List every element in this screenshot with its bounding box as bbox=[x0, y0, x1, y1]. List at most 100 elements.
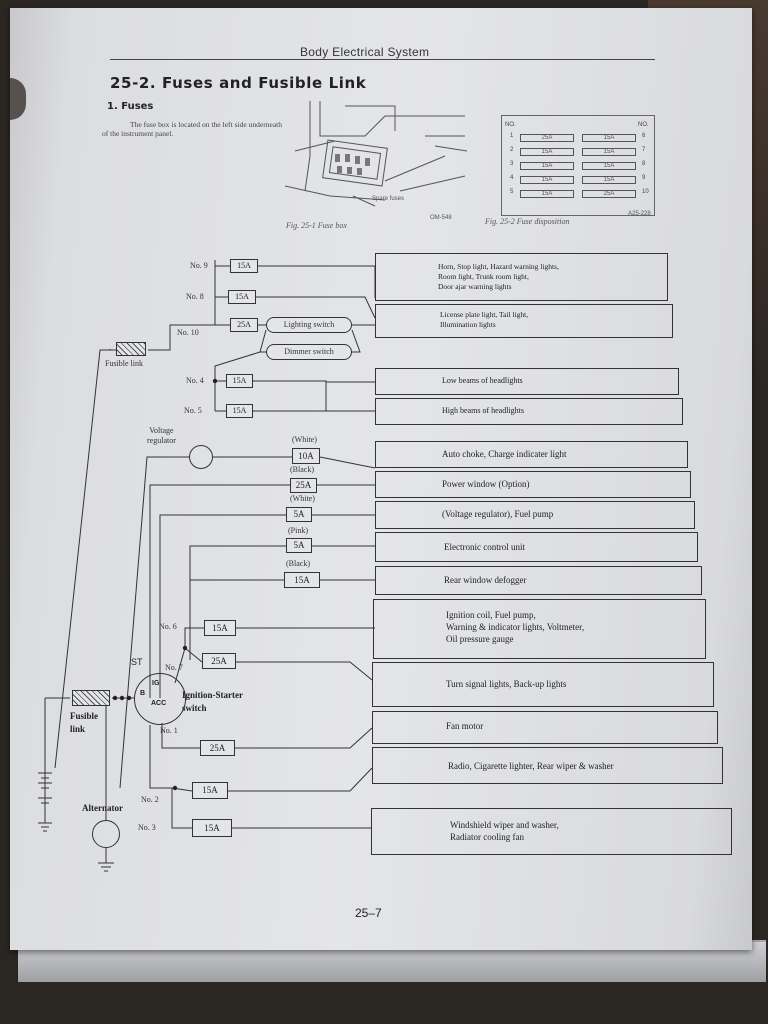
page-number: 25–7 bbox=[355, 906, 382, 920]
fig1-code: OM-548 bbox=[430, 215, 452, 221]
fusible-link-bottom bbox=[72, 690, 110, 706]
load-box bbox=[375, 304, 673, 338]
load-text: Radio, Cigarette lighter, Rear wiper & w… bbox=[448, 761, 614, 771]
subsection-title: 1. Fuses bbox=[107, 101, 154, 112]
fig1-caption: Fig. 25-1 Fuse box bbox=[286, 221, 347, 230]
load-text: Windshield wiper and washer, Radiator co… bbox=[450, 820, 559, 842]
fuse-slot-left: 15A bbox=[520, 162, 574, 170]
fuse-no7: 25A bbox=[202, 653, 236, 669]
load-text: Horn, Stop light, Hazard warning lights,… bbox=[438, 262, 559, 291]
voltage-regulator-symbol bbox=[189, 445, 213, 469]
fuse-slot-number: 3 bbox=[510, 161, 514, 167]
binder-ring bbox=[10, 78, 26, 120]
fuse-slot-right: 25A bbox=[582, 190, 636, 198]
load-box bbox=[375, 368, 679, 395]
load-text: High beams of headlights bbox=[442, 406, 524, 415]
load-text: Turn signal lights, Back-up lights bbox=[446, 679, 567, 689]
fig2-caption: Fig. 25-2 Fuse disposition bbox=[485, 217, 570, 226]
load-box bbox=[375, 253, 668, 301]
fuse-number-label: No. 8 bbox=[186, 292, 204, 301]
load-box bbox=[371, 808, 732, 855]
fuse-slot-left: 25A bbox=[520, 134, 574, 142]
fuse-number-label: No. 10 bbox=[177, 328, 199, 337]
alternator-symbol bbox=[92, 820, 120, 848]
load-text: Power window (Option) bbox=[442, 479, 530, 489]
fuse-number-label: No. 7 bbox=[165, 663, 183, 672]
load-text: (Voltage regulator), Fuel pump bbox=[442, 509, 554, 519]
load-box bbox=[372, 747, 723, 784]
wiring-diagram bbox=[38, 260, 376, 872]
fuse-slot-right: 15A bbox=[582, 176, 636, 184]
load-box bbox=[373, 599, 706, 659]
fuse-slot-right: 15A bbox=[582, 134, 636, 142]
fuse-number-label: No. 6 bbox=[159, 622, 177, 631]
fuse-slot-right: 15A bbox=[582, 148, 636, 156]
fuse-color-label: (Pink) bbox=[288, 526, 308, 535]
fuse-no9: 15A bbox=[230, 259, 258, 273]
load-box bbox=[375, 566, 702, 595]
load-text: Fan motor bbox=[446, 721, 484, 731]
load-box bbox=[375, 441, 688, 468]
section-title: 25-2. Fuses and Fusible Link bbox=[110, 74, 367, 92]
fuse-number-label: No. 4 bbox=[186, 376, 204, 385]
fuse-number-label: No. 2 bbox=[141, 795, 159, 804]
fuse-slot-number: 8 bbox=[642, 161, 646, 167]
fuse-no10: 25A bbox=[230, 318, 258, 332]
ign-ig-label: IG bbox=[152, 680, 160, 687]
intro-paragraph: The fuse box is located on the left side… bbox=[102, 120, 282, 138]
load-box bbox=[375, 532, 698, 562]
fuse-number-label: No. 5 bbox=[184, 406, 202, 415]
fig2-code: A25-228 bbox=[628, 211, 651, 217]
fuse-slot-number: 9 bbox=[642, 175, 646, 181]
fuse-no2: 15A bbox=[192, 782, 228, 799]
fuse-25a-black: 25A bbox=[290, 478, 317, 493]
fuse-slot-right: 15A bbox=[582, 162, 636, 170]
ign-st-label: ST bbox=[131, 657, 143, 667]
fuse-5a-white: 5A bbox=[286, 507, 312, 522]
fusible-link-top-label: Fusible link bbox=[105, 359, 144, 368]
fuse-color-label: (Black) bbox=[290, 465, 314, 474]
fuse-15a-black: 15A bbox=[284, 572, 320, 588]
fuse-slot-left: 15A bbox=[520, 148, 574, 156]
load-text: Low beams of headlights bbox=[442, 376, 523, 385]
lighting-switch: Lighting switch bbox=[266, 317, 352, 333]
fuse-slot-left: 15A bbox=[520, 176, 574, 184]
fuse-no5: 15A bbox=[226, 404, 253, 418]
load-box bbox=[375, 398, 683, 425]
fuse-no1: 25A bbox=[200, 740, 235, 756]
ign-b-label: B bbox=[140, 690, 146, 697]
alternator-label: Alternator bbox=[82, 803, 123, 813]
fuse-slot-number: 5 bbox=[510, 189, 514, 195]
fuse-slot-number: 6 bbox=[642, 133, 646, 139]
fuse-box-illustration bbox=[284, 101, 468, 207]
fuse-slot-number: 10 bbox=[642, 189, 649, 195]
manual-page: Body Electrical System 25-2. Fuses and F… bbox=[10, 8, 752, 950]
fuse-number-label: No. 1 bbox=[160, 726, 178, 735]
table-no-label: NO. bbox=[638, 122, 649, 128]
load-text: Electronic control unit bbox=[444, 542, 525, 552]
fuse-no4: 15A bbox=[226, 374, 253, 388]
ignition-switch-label: Ignition-Starter switch bbox=[182, 690, 243, 713]
fuse-slot-number: 1 bbox=[510, 133, 514, 139]
ignition-switch-symbol bbox=[134, 673, 186, 725]
load-box bbox=[375, 501, 695, 529]
dimmer-switch: Dimmer switch bbox=[266, 344, 352, 360]
fuse-no3: 15A bbox=[192, 819, 232, 837]
load-text: Auto choke, Charge indicater light bbox=[442, 449, 567, 459]
fuse-color-label: (White) bbox=[290, 494, 315, 503]
fusible-link-bottom-label: Fusible link bbox=[70, 711, 99, 734]
fuse-slot-number: 2 bbox=[510, 147, 514, 153]
fuse-color-label: (White) bbox=[292, 435, 317, 444]
fuse-no8: 15A bbox=[228, 290, 256, 304]
fuse-5a-pink: 5A bbox=[286, 538, 312, 553]
fuse-color-label: (Black) bbox=[286, 559, 310, 568]
ign-acc-label: ACC bbox=[151, 700, 167, 707]
fuse-slot-left: 15A bbox=[520, 190, 574, 198]
fuse-no6: 15A bbox=[204, 620, 236, 636]
load-box bbox=[372, 662, 714, 707]
header-rule bbox=[110, 59, 655, 60]
load-text: License plate light, Tail light, Illumin… bbox=[440, 310, 529, 329]
voltage-regulator-label: Voltage regulator bbox=[147, 426, 176, 445]
fuse-slot-number: 7 bbox=[642, 147, 646, 153]
